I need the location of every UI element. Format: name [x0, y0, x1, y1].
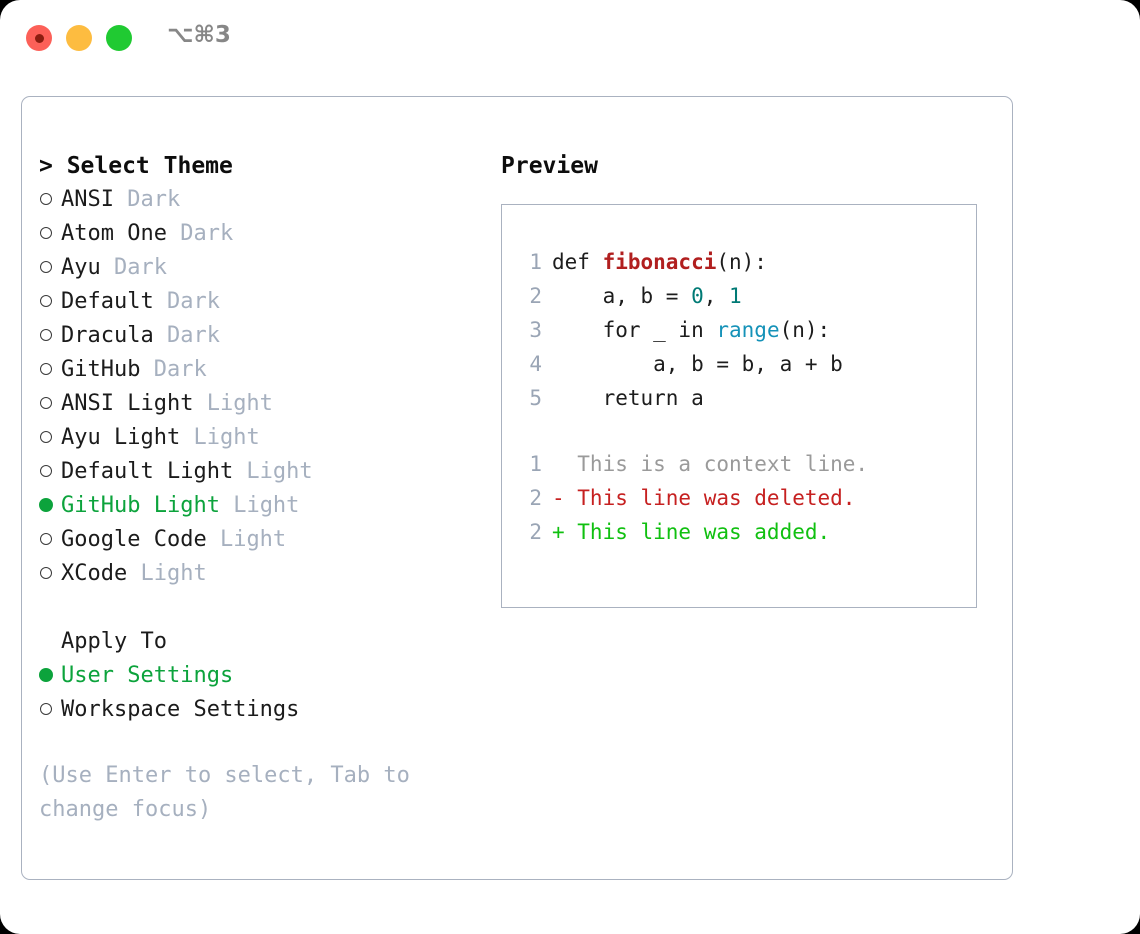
option-label: Default Light	[61, 459, 234, 484]
diff-line: 2 + This line was added.	[518, 515, 970, 549]
option-tag: Light	[127, 561, 207, 586]
option-tag: Dark	[140, 357, 207, 382]
diff-text: - This line was deleted.	[552, 486, 856, 510]
theme-list-item[interactable]: GitHub Dark	[39, 353, 499, 387]
code-text: return a	[552, 386, 704, 410]
apply-to-option[interactable]: Workspace Settings	[39, 693, 499, 727]
code-line: 2 a, b = 0, 1	[518, 279, 970, 313]
theme-list-item[interactable]: ANSI Dark	[39, 183, 499, 217]
line-number: 3	[529, 318, 542, 342]
line-number: 2	[529, 486, 542, 510]
line-number: 1	[529, 250, 542, 274]
option-tag: Light	[193, 391, 273, 416]
title-bar: ⌥⌘3	[0, 0, 1140, 78]
line-number: 2	[529, 284, 542, 308]
option-tag: Dark	[166, 221, 234, 246]
option-label: Ayu	[61, 255, 101, 280]
theme-list-item[interactable]: Default Dark	[39, 285, 499, 319]
spacer	[39, 591, 499, 625]
option-label: Google Code	[61, 527, 207, 552]
option-tag: Light	[233, 459, 313, 484]
theme-list-item[interactable]: XCode Light	[39, 557, 499, 591]
option-label: GitHub Light	[61, 493, 220, 518]
theme-list-item[interactable]: Ayu Light Light	[39, 421, 499, 455]
theme-list-item[interactable]: Atom One Dark	[39, 217, 499, 251]
apply-to-option[interactable]: User Settings	[39, 659, 499, 693]
line-number: 4	[529, 352, 542, 376]
theme-list-item[interactable]: ANSI Light Light	[39, 387, 499, 421]
traffic-lights	[26, 25, 132, 51]
option-tag: Dark	[113, 187, 181, 212]
option-label: Dracula	[61, 323, 154, 348]
option-label: User Settings	[61, 663, 234, 688]
option-tag: Light	[180, 425, 260, 450]
theme-list-item[interactable]: Google Code Light	[39, 523, 499, 557]
keyboard-shortcut-label: ⌥⌘3	[167, 22, 231, 48]
close-button[interactable]	[26, 25, 52, 51]
code-text: a, b = b, a + b	[552, 352, 843, 376]
code-line: 4 a, b = b, a + b	[518, 347, 970, 381]
line-number: 1	[529, 452, 542, 476]
code-line: 5 return a	[518, 381, 970, 415]
theme-list-item[interactable]: Dracula Dark	[39, 319, 499, 353]
option-tag: Dark	[100, 255, 167, 280]
diff-text: This is a context line.	[552, 452, 869, 476]
theme-list-item[interactable]: Default Light Light	[39, 455, 499, 489]
option-tag: Dark	[153, 289, 220, 314]
diff-text: + This line was added.	[552, 520, 831, 544]
select-theme-header: > Select Theme	[39, 153, 233, 179]
option-label: XCode	[61, 561, 128, 586]
line-number: 5	[529, 386, 542, 410]
option-label: GitHub	[61, 357, 141, 382]
code-line: 1 def fibonacci(n):	[518, 245, 970, 279]
option-tag: Dark	[153, 323, 220, 348]
diff-line: 2 - This line was deleted.	[518, 481, 970, 515]
minimize-button[interactable]	[66, 25, 92, 51]
code-line: 3 for _ in range(n):	[518, 313, 970, 347]
keyboard-hint: (Use Enter to select, Tab to change focu…	[39, 763, 424, 822]
diff-line: 1 This is a context line.	[518, 447, 970, 481]
option-label: Ayu Light	[61, 425, 181, 450]
option-label: ANSI	[61, 187, 114, 212]
code-spacer	[518, 415, 970, 447]
option-tag: Light	[206, 527, 287, 552]
code-text: def fibonacci(n):	[552, 250, 767, 274]
code-text: for _ in range(n):	[552, 318, 831, 342]
theme-list-item[interactable]: GitHub Light Light	[39, 489, 499, 523]
theme-list-item[interactable]: Ayu Dark	[39, 251, 499, 285]
option-label: Workspace Settings	[61, 697, 300, 722]
option-label: ANSI Light	[61, 391, 194, 416]
maximize-button[interactable]	[106, 25, 132, 51]
close-icon	[34, 33, 44, 43]
option-label: Atom One	[61, 221, 167, 246]
preview-title: Preview	[501, 153, 598, 179]
code-text: a, b = 0, 1	[552, 284, 742, 308]
option-label: Default	[61, 289, 154, 314]
line-number: 2	[529, 520, 542, 544]
apply-to-header: Apply To	[61, 629, 167, 654]
option-tag: Light	[219, 493, 300, 518]
